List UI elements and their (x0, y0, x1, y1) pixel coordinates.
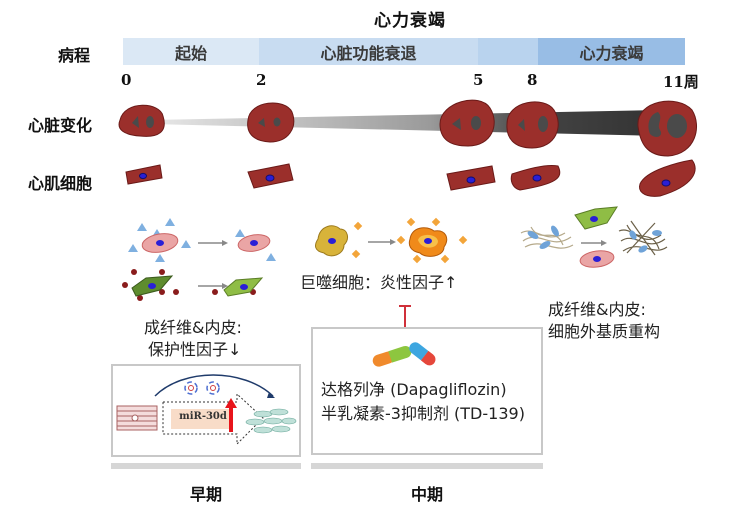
ecm-fibers-before (520, 226, 574, 249)
inhibition-icon (399, 305, 411, 330)
tick-week-8: 8 (527, 71, 538, 89)
cardiomyocyte-striated-icon (116, 405, 158, 431)
ecm-cells-before (527, 225, 559, 249)
drug-td139: 半乳凝素-3抑制剂 (TD-139) (321, 404, 525, 423)
tick-week-0: 0 (121, 71, 132, 89)
macrophage-activated (408, 227, 448, 257)
tick-week-11: 11周 (663, 73, 699, 91)
stage-bar: 起始 心脏功能衰退 心力衰竭 (123, 38, 685, 65)
exosome-icons (184, 381, 220, 395)
cardiomyocyte-week-11 (639, 159, 696, 197)
early-period-bar (111, 463, 301, 469)
heart-icon-week-8 (506, 101, 559, 149)
inflammatory-factor-icons (351, 217, 468, 264)
arrow-head-icon (601, 240, 607, 246)
mirna-label: miR-30d (179, 411, 227, 422)
endothelial-cell-before (141, 233, 179, 253)
heart-icon-week-5 (439, 99, 495, 147)
period-mid-label: 中期 (410, 485, 443, 504)
row-label-cardiomyocyte: 心肌细胞 (28, 174, 93, 193)
heart-icon-week-0 (118, 104, 165, 137)
macrophage-text: 巨噬细胞：炎性因子↑ (300, 273, 458, 292)
stage-onset: 起始 (123, 38, 259, 65)
fibroblast-cell (574, 206, 618, 230)
fibroblast-cluster-icon (245, 408, 297, 434)
early-text-line2: 保护性因子↓ (148, 340, 242, 359)
row-label-heart-change: 心脏变化 (28, 116, 93, 135)
early-text-line1: 成纤维&内皮: (144, 318, 242, 337)
fibroblast-factor-dots (122, 269, 256, 301)
ecm-cells-after (629, 230, 662, 253)
up-arrow-icon (229, 406, 233, 432)
arrow-head-icon (390, 239, 396, 245)
early-cell-illustration (122, 218, 276, 301)
transfer-arc-icon (154, 374, 274, 397)
arrow-head-icon (222, 240, 228, 246)
ecm-remodeling-illustration (520, 206, 668, 268)
cardiomyocyte-week-2 (247, 163, 294, 189)
drug-dapagliflozin: 达格列净 (Dapagliflozin) (321, 380, 507, 399)
early-mechanism-box: miR-30d (111, 364, 301, 457)
heart-icon-week-2 (247, 102, 295, 143)
tick-week-2: 2 (256, 71, 267, 89)
macrophage-illustration (315, 217, 468, 264)
tick-week-5: 5 (473, 71, 484, 89)
heart-icon-week-11 (637, 100, 697, 157)
cardiomyocyte-week-5 (446, 165, 496, 191)
late-text-line2: 细胞外基质重构 (548, 322, 661, 341)
cardiomyocyte-week-8 (510, 165, 561, 191)
row-label-course: 病程 (58, 46, 91, 65)
drug-box: 达格列净 (Dapagliflozin) 半乳凝素-3抑制剂 (TD-139) (311, 327, 543, 455)
stage-heart-failure: 心力衰竭 (538, 38, 685, 65)
late-text-line1: 成纤维&内皮: (548, 300, 646, 319)
mid-period-bar (311, 463, 543, 469)
macrophage-before (315, 225, 348, 257)
mirna-mechanism-illustration (116, 374, 297, 446)
fibroblast-before (131, 275, 174, 297)
stage-transition (478, 38, 538, 65)
fibroblast-after (223, 277, 264, 297)
capsule-icons (372, 342, 436, 367)
progression-gradient-bar (150, 110, 660, 136)
arrow-head-icon (222, 283, 228, 289)
stage-function-decline: 心脏功能衰退 (259, 38, 478, 65)
diagram-title: 心力衰竭 (374, 11, 446, 31)
cardiomyocyte-week-0 (125, 164, 163, 185)
period-early-label: 早期 (189, 485, 222, 504)
endothelial-cell-after (237, 234, 271, 252)
endothelial-cell (579, 250, 615, 268)
heart-progression-illustration (118, 99, 697, 197)
